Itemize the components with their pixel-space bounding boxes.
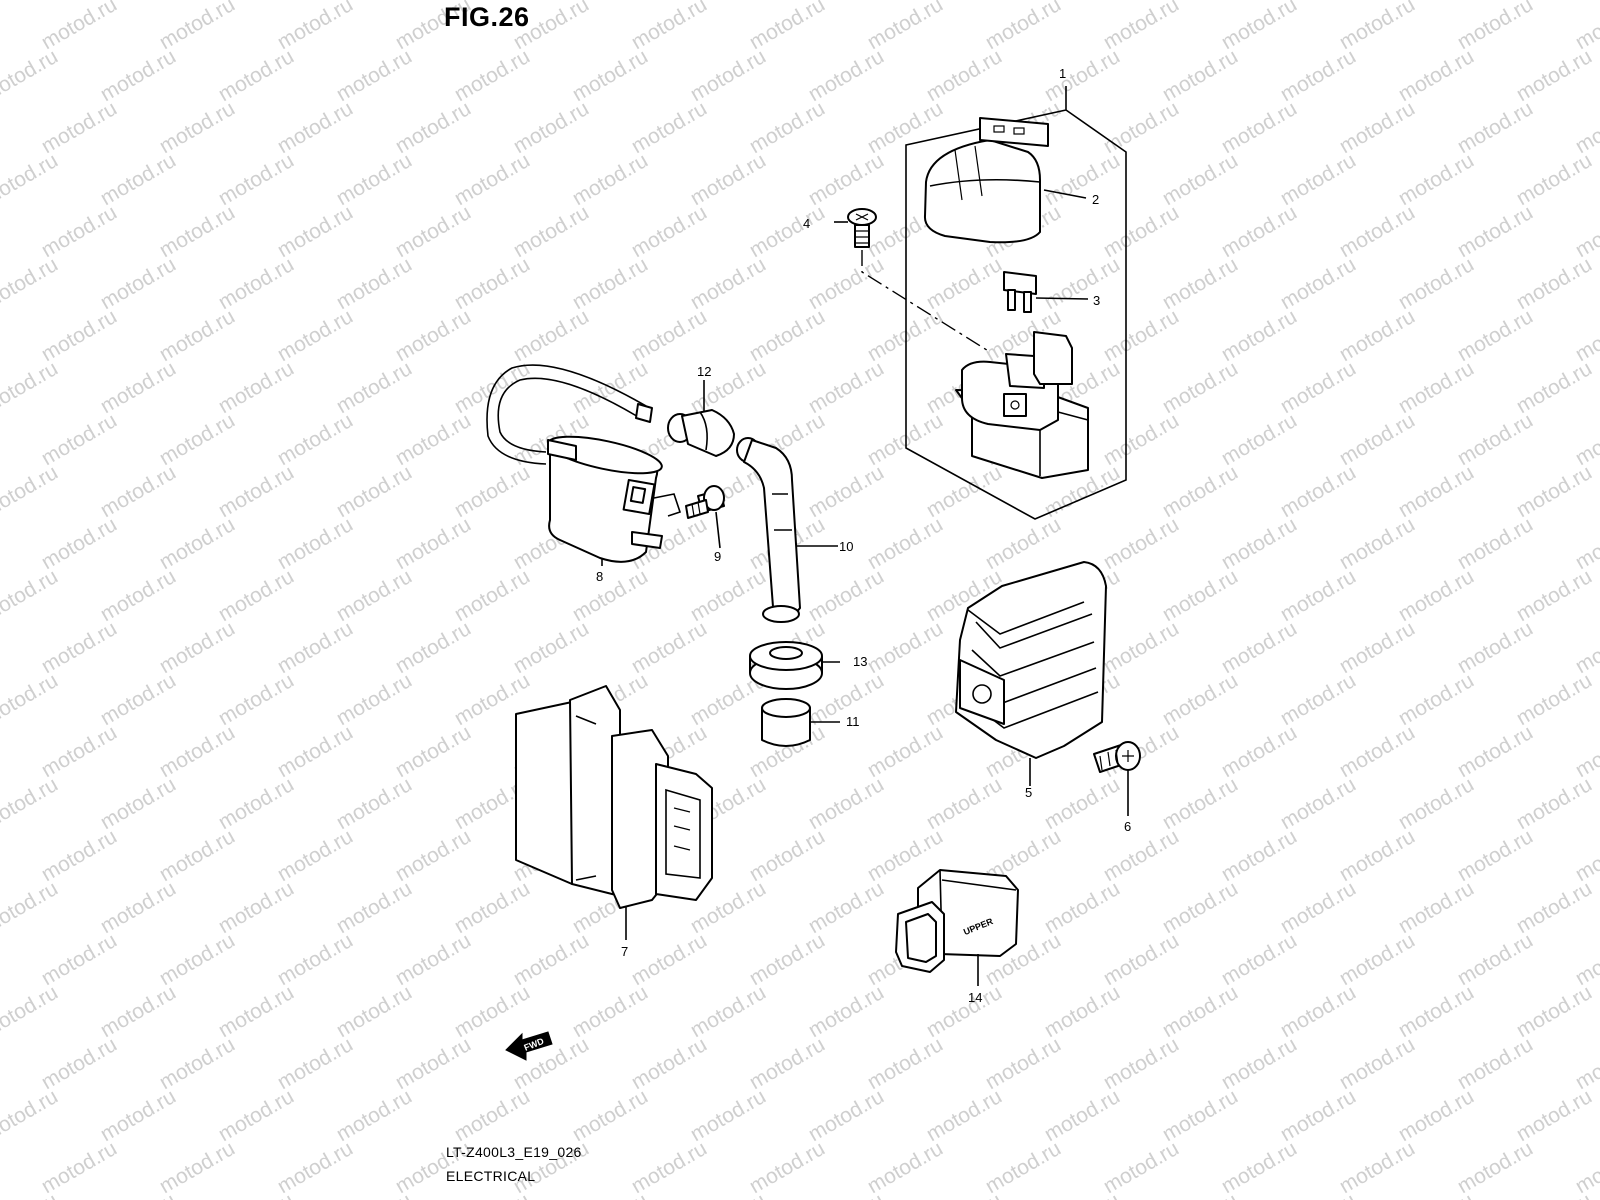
callout-9: 9 — [714, 549, 721, 564]
ignition-coil — [486, 364, 682, 566]
callout-10: 10 — [839, 539, 853, 554]
plug-cap — [667, 380, 735, 457]
callout-14: 14 — [968, 990, 982, 1005]
spark-plug-cap — [736, 437, 838, 623]
callout-2: 2 — [1092, 192, 1099, 207]
callout-13: 13 — [853, 654, 867, 669]
regulator-bolt — [1093, 741, 1141, 816]
callout-4: 4 — [803, 216, 810, 231]
relay-body — [955, 331, 1089, 479]
fwd-direction-arrow: FWD — [505, 1031, 553, 1061]
figure-title: FIG.26 — [444, 2, 530, 32]
relay-cover — [923, 117, 1087, 244]
callout-5: 5 — [1025, 785, 1032, 800]
relay-assembly-frame — [905, 86, 1127, 520]
connector: UPPER — [895, 869, 1019, 986]
drawing-code: LT-Z400L3_E19_026 — [446, 1144, 582, 1160]
regulator-rectifier — [955, 561, 1107, 786]
ecm-unit — [515, 685, 713, 940]
spacer — [761, 698, 840, 747]
callout-3: 3 — [1093, 293, 1100, 308]
grommet — [749, 641, 840, 690]
screw — [834, 208, 991, 353]
callout-7: 7 — [621, 944, 628, 959]
callout-1: 1 — [1059, 66, 1066, 81]
callout-11: 11 — [846, 714, 860, 729]
callout-8: 8 — [596, 569, 603, 584]
callout-6: 6 — [1124, 819, 1131, 834]
fuse — [1003, 271, 1089, 313]
section-name: ELECTRICAL — [446, 1168, 536, 1184]
callout-12: 12 — [697, 364, 711, 379]
coil-bolt — [685, 485, 725, 549]
